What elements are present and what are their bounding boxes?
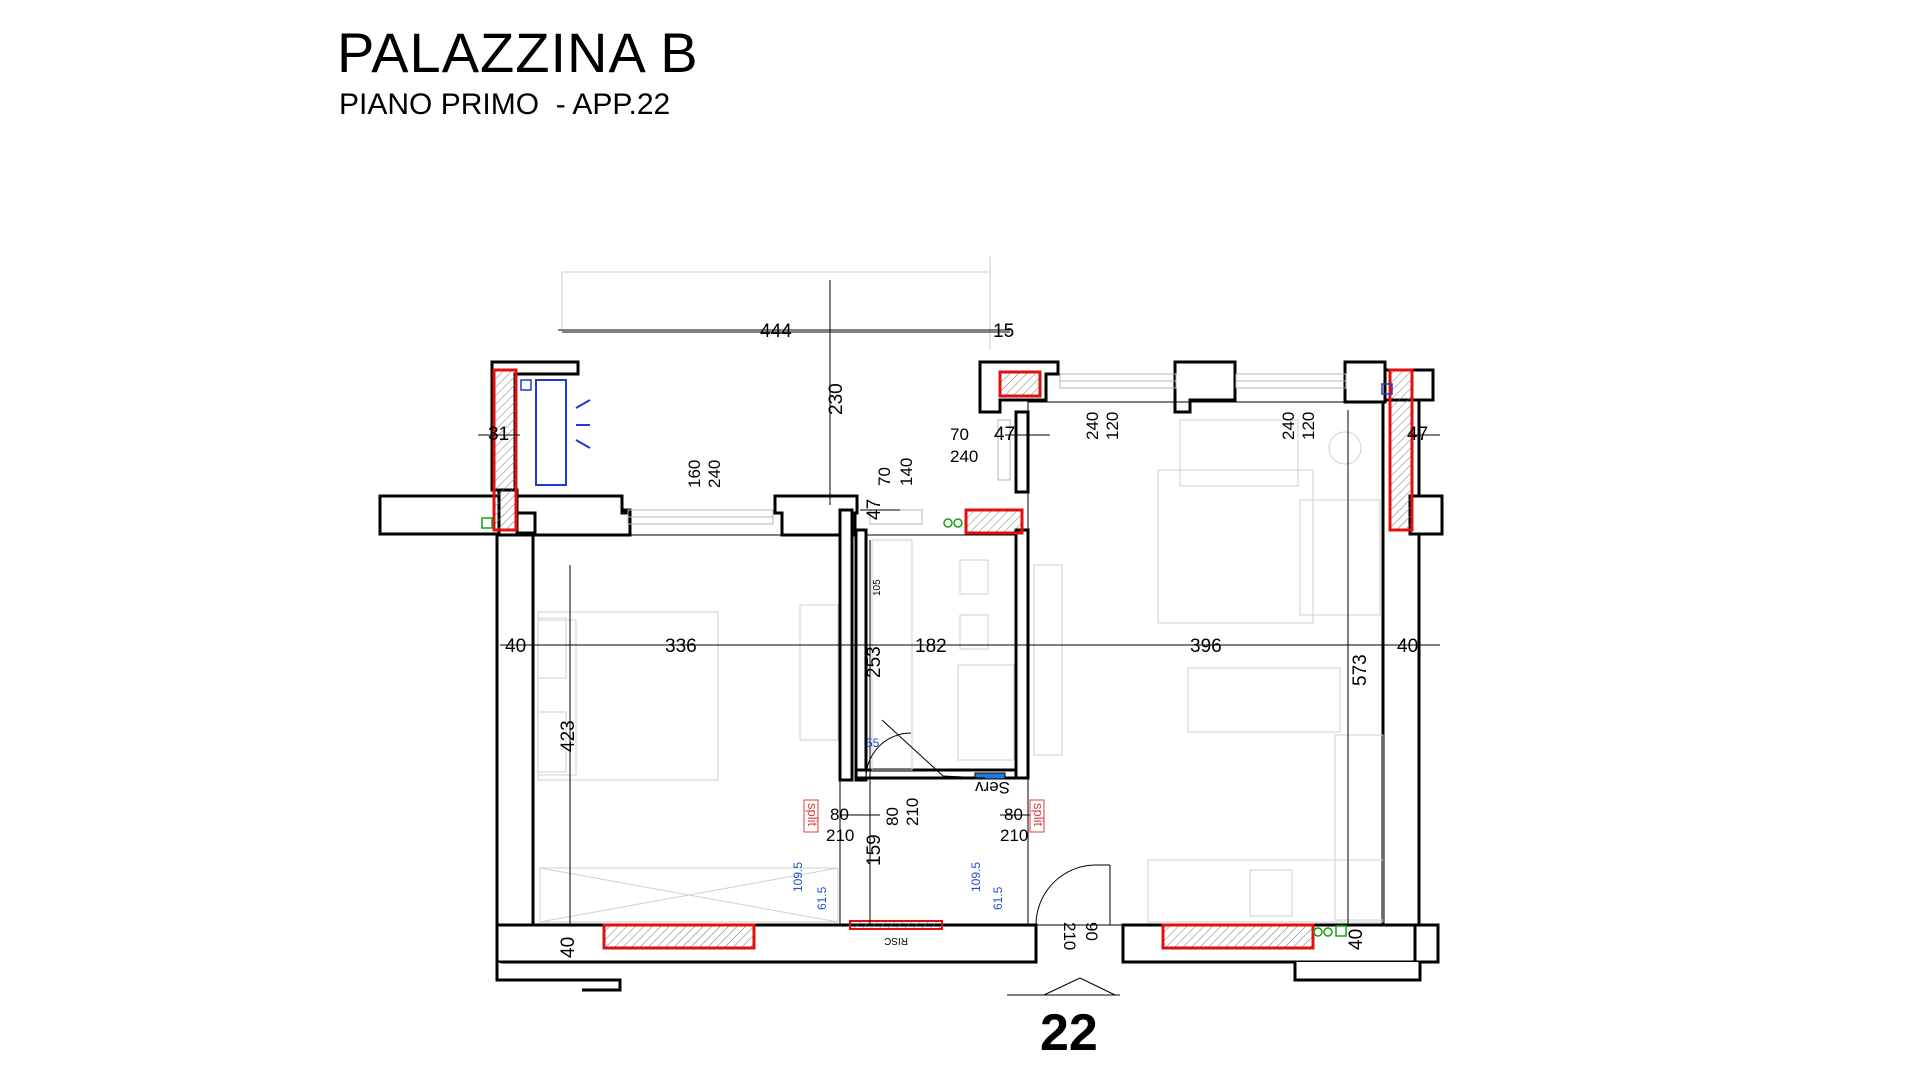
split-label-left: split (805, 803, 820, 827)
dim-bottom-left: 40 (558, 937, 579, 958)
window-bedroom-h: 240 (705, 460, 724, 488)
window-small-w: 70 (950, 425, 969, 444)
dim-bedroom-width: 336 (665, 636, 697, 657)
bath-fixtures (871, 539, 1063, 780)
dim-top-width: 444 (760, 321, 792, 342)
height-left-a: 109.5 (791, 862, 805, 892)
window-small-h: 240 (950, 447, 978, 466)
dim-right-top-wall: 47 (1407, 424, 1428, 445)
serv-label: Serv (975, 778, 1010, 797)
balcony-outline (558, 256, 1010, 500)
dim-bedroom-height: 423 (558, 720, 579, 752)
doors (865, 719, 1111, 926)
page-title: PALAZZINA B (337, 21, 699, 84)
risc-label: RISC (884, 935, 908, 946)
height-right-a: 109.5 (969, 862, 983, 892)
page-subtitle: PIANO PRIMO - APP.22 (339, 88, 671, 121)
dim-left-wall: 31 (488, 424, 509, 445)
bedroom-furniture (537, 604, 839, 923)
window-bedroom-w: 160 (685, 460, 704, 488)
door-bath-w: 80 (883, 807, 902, 826)
dim-bath-wall: 47 (864, 499, 885, 520)
window-bath-w: 70 (875, 467, 894, 486)
dimension-lines (478, 285, 1440, 996)
door-entrance-h: 210 (1060, 922, 1079, 950)
dim-balcony-depth: 230 (826, 383, 847, 415)
dim-corridor-height: 159 (864, 834, 885, 866)
structural-columns (492, 368, 1414, 950)
dim-top-offset: 15 (993, 321, 1014, 342)
bath-small-value: 105 (872, 579, 883, 596)
water-heater (520, 379, 1393, 486)
window-living-a-w: 120 (1103, 412, 1122, 440)
unit-number: 22 (1040, 1004, 1098, 1062)
door-living-h: 210 (1000, 826, 1028, 845)
bath-swing-value: 55 (866, 736, 880, 750)
sockets (481, 517, 1347, 937)
dim-bath-width: 182 (915, 636, 947, 657)
split-markers (803, 799, 1045, 833)
dim-left-outer: 40 (505, 636, 526, 657)
dim-kitchen-wall: 47 (994, 424, 1015, 445)
door-entrance-w: 90 (1082, 922, 1101, 941)
height-right-b: 61.5 (991, 886, 1005, 910)
split-label-right: split (1031, 803, 1046, 827)
window-living-b-h: 240 (1279, 412, 1298, 440)
door-living-w: 80 (1004, 805, 1023, 824)
dim-bath-height: 253 (864, 646, 885, 678)
window-living-a-h: 240 (1083, 412, 1102, 440)
dim-right-outer: 40 (1397, 636, 1418, 657)
dim-living-width: 396 (1190, 636, 1222, 657)
dim-bottom-right: 40 (1346, 929, 1367, 950)
room-outlines (532, 401, 1384, 926)
door-bath-h: 210 (903, 798, 922, 826)
window-bath-h: 140 (897, 458, 916, 486)
door-bedroom-w: 80 (830, 805, 849, 824)
walls (378, 360, 1444, 992)
dim-living-height: 573 (1350, 654, 1371, 686)
living-furniture (1147, 419, 1384, 923)
door-bedroom-h: 210 (826, 826, 854, 845)
window-living-b-w: 120 (1299, 412, 1318, 440)
height-left-b: 61.5 (815, 886, 829, 910)
